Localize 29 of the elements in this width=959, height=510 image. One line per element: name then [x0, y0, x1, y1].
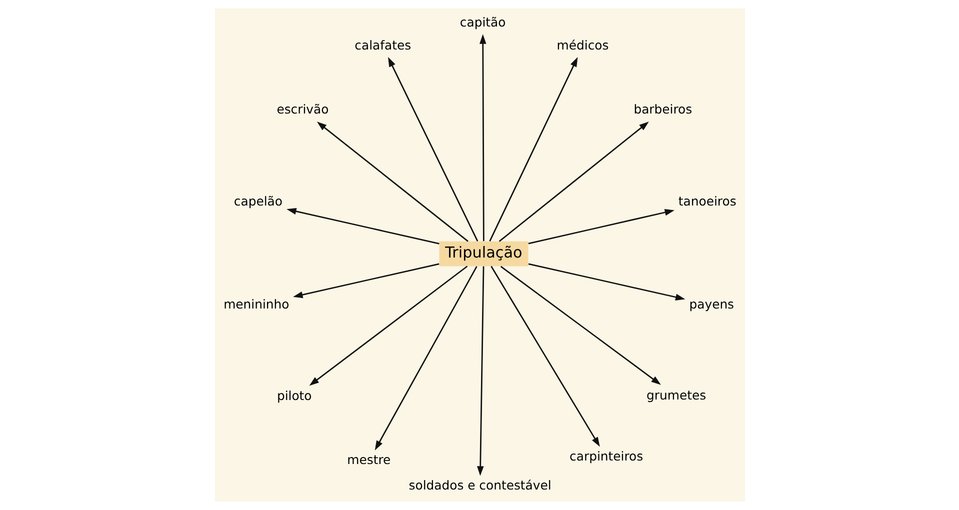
- node-text: menininho: [223, 296, 289, 312]
- node-text: capitão: [459, 14, 506, 30]
- arrow: [528, 263, 685, 300]
- node-text: barbeiros: [633, 101, 692, 116]
- node-text: carpinteiros: [569, 448, 643, 464]
- arrow: [316, 122, 468, 242]
- node-text: tanoeiros: [678, 194, 736, 209]
- node-text: escrivão: [276, 101, 328, 116]
- node-text: capelão: [233, 194, 282, 209]
- node-text: mestre: [346, 452, 390, 468]
- arrow: [286, 208, 439, 244]
- arrow: [388, 57, 478, 242]
- node-text: calafates: [354, 37, 411, 52]
- node-text: soldados e contestável: [408, 477, 551, 492]
- node-text: médicos: [556, 37, 608, 52]
- node-text: piloto: [276, 388, 312, 404]
- arrow: [490, 266, 600, 447]
- arrow: [500, 266, 660, 385]
- arrow: [479, 34, 486, 242]
- node-text: grumetes: [646, 387, 706, 402]
- arrow: [292, 263, 439, 298]
- arrow: [498, 122, 648, 242]
- node-box: Tripulação: [438, 241, 528, 266]
- arrow: [476, 266, 484, 476]
- arrow: [488, 57, 578, 242]
- arrow: [374, 266, 477, 450]
- node-text: payens: [688, 296, 734, 312]
- arrow: [308, 266, 468, 386]
- arrow: [528, 209, 674, 244]
